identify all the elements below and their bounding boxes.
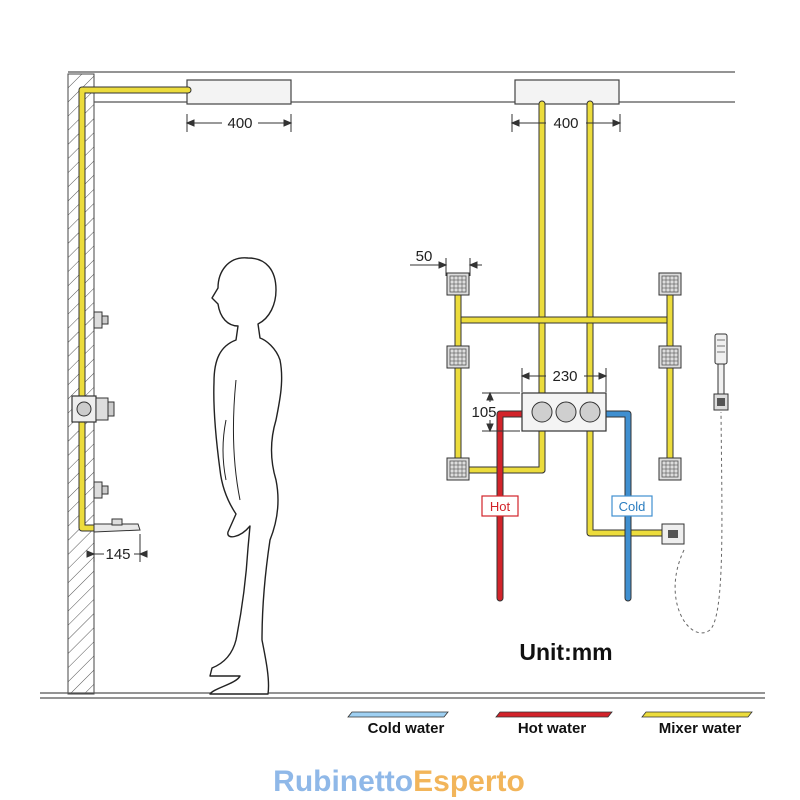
hot-label: Hot — [490, 499, 511, 514]
hand-shower-hose — [674, 411, 723, 634]
legend-hot-text: Hot water — [518, 720, 587, 737]
cold-water-pipe — [602, 410, 632, 602]
mixer-water-pipes — [78, 86, 674, 537]
wall-mixer-pipe-outline — [78, 86, 192, 532]
cold-tag: Cold — [611, 495, 653, 517]
wall-body-jet-upper — [93, 311, 103, 329]
ceiling-rain-shower-head — [514, 79, 620, 105]
wall-body-jet-lower — [93, 481, 103, 499]
human-figure — [209, 257, 283, 695]
hand-shower — [674, 333, 729, 634]
valve-to-jets-pipe — [465, 427, 545, 473]
legend-cold-swatch — [347, 711, 449, 718]
legend-cold: Cold water — [347, 711, 449, 737]
hand-shower-pipe — [587, 427, 665, 536]
body-jet-top-left — [446, 272, 470, 296]
hand-shower-wall-outlet — [661, 523, 685, 545]
body-jet-bottom-right — [658, 457, 682, 481]
legend-mixer-text: Mixer water — [659, 720, 742, 737]
body-jet-mid-right — [658, 345, 682, 369]
legend-mixer-swatch — [641, 711, 753, 718]
dim-body-jet-width: 50 — [416, 248, 433, 265]
valve-knob-center — [555, 401, 577, 423]
dim-spout-projection: 145 — [105, 546, 130, 563]
brand-logo: RubinettoEsperto — [273, 765, 525, 798]
body-jet-bottom-left — [446, 457, 470, 481]
dimension-lines — [86, 114, 622, 562]
dim-ceiling-shower-width: 400 — [553, 115, 578, 132]
valve-knob-left — [531, 401, 553, 423]
wall-column-fittings — [71, 311, 141, 533]
bath-spout — [93, 523, 141, 533]
body-jet-mid-left — [446, 345, 470, 369]
unit-label: Unit:mm — [519, 639, 612, 665]
hot-water-pipe — [496, 410, 526, 602]
dim-wall-shower-width: 400 — [227, 115, 252, 132]
building-structure — [40, 71, 765, 699]
legend: Cold water Hot water Mixer water — [347, 711, 753, 737]
valve-knob-right — [579, 401, 601, 423]
hot-tag: Hot — [481, 495, 519, 517]
legend-cold-text: Cold water — [368, 720, 445, 737]
dim-valve-height: 105 — [471, 404, 496, 421]
body-jet-top-right — [658, 272, 682, 296]
thermostatic-valve — [521, 392, 607, 432]
brand-part2: Esperto — [413, 765, 525, 798]
wall-side-rain-shower-head — [186, 79, 292, 105]
legend-mixer: Mixer water — [641, 711, 753, 737]
legend-hot: Hot water — [495, 711, 613, 737]
brand-part1: Rubinetto — [273, 765, 413, 798]
wall-mixer-pipe — [79, 87, 191, 531]
dim-valve-width: 230 — [552, 368, 577, 385]
legend-hot-swatch — [495, 711, 613, 718]
cold-label: Cold — [619, 499, 646, 514]
